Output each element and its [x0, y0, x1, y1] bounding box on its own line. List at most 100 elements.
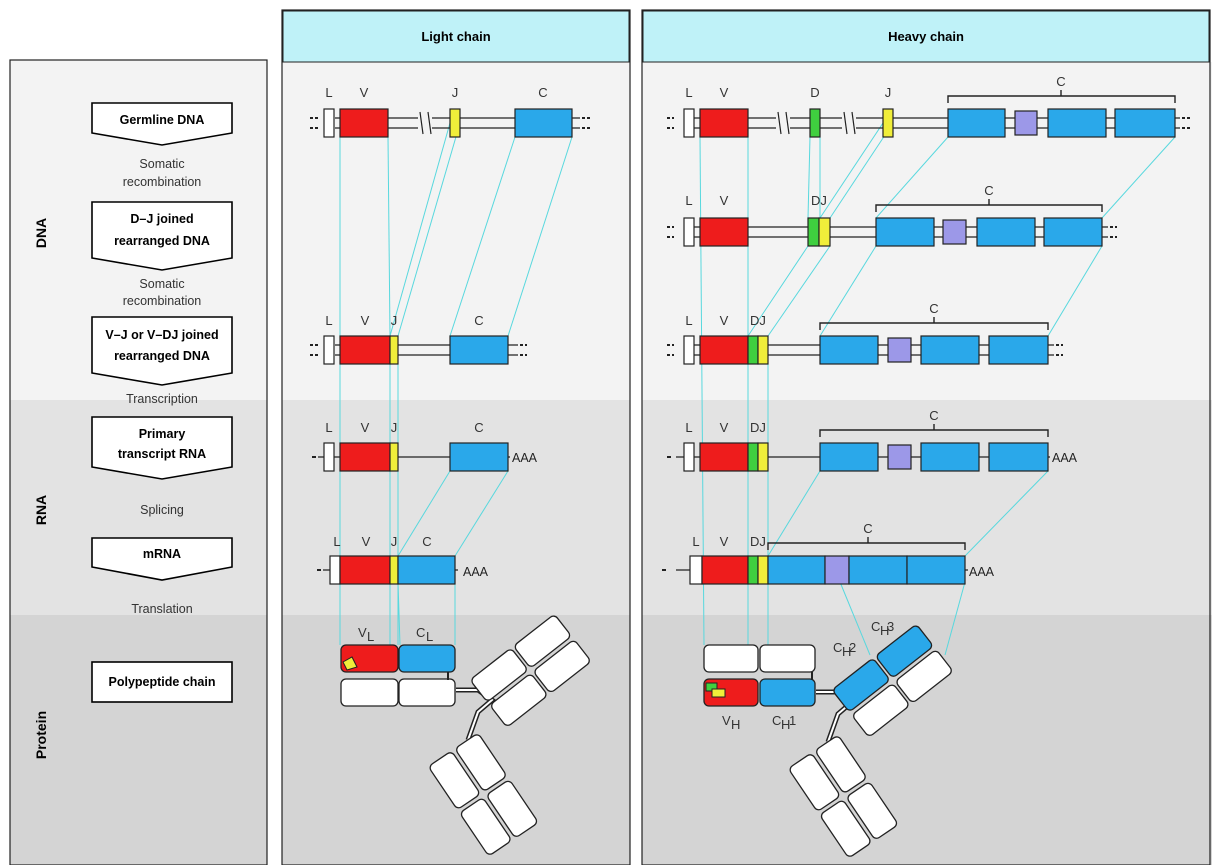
column-headers: Light chain Heavy chain — [282, 10, 1210, 63]
light-J-segment — [449, 108, 461, 138]
svg-text:C: C — [871, 619, 880, 634]
heavy-CH1-domain — [759, 678, 816, 707]
step-germline: Germline DNA — [120, 113, 205, 127]
svg-text:V: V — [361, 313, 370, 328]
light-primary-row: AAA L V J C — [312, 420, 538, 472]
step-mrna-box — [91, 537, 233, 581]
svg-text:L: L — [325, 313, 332, 328]
heavy-J-segment — [882, 108, 894, 138]
svg-text:V: V — [720, 534, 729, 549]
light-connector — [389, 122, 451, 337]
light-connector — [449, 136, 516, 337]
heavy-connector — [819, 122, 884, 219]
svg-text:V: V — [720, 193, 729, 208]
light-C-segment — [514, 108, 573, 138]
heavy-connector — [829, 122, 894, 219]
svg-text:J: J — [452, 85, 459, 100]
section-label-rna: RNA — [33, 495, 49, 525]
process-somatic-1b: recombination — [123, 175, 202, 189]
heavy-antibody-structure: V H C H 1 C H 2 C H 3 — [703, 619, 952, 857]
svg-text:H: H — [731, 717, 740, 732]
step-primary-line2: transcript RNA — [118, 447, 206, 461]
heavy-CH3-domain — [876, 625, 933, 677]
heavy-chain-header: Heavy chain — [888, 29, 964, 44]
svg-text:L: L — [685, 420, 692, 435]
step-mrna: mRNA — [143, 547, 181, 561]
heavy-connector — [1101, 136, 1176, 219]
light-connector — [397, 122, 461, 337]
step-vj-line2: rearranged DNA — [114, 349, 210, 363]
step-primary-line1: Primary — [139, 427, 186, 441]
svg-text:AAA: AAA — [969, 565, 995, 579]
svg-text:L: L — [685, 85, 692, 100]
panel-frames — [9, 9, 1211, 865]
heavy-CH2-domain — [833, 659, 889, 711]
heavy-C-exon — [1047, 108, 1107, 138]
heavy-C-exon — [947, 108, 1006, 138]
heavy-V-segment — [699, 108, 749, 138]
light-rearranged-row: L V J C — [310, 313, 527, 365]
process-somatic-1a: Somatic — [139, 157, 184, 171]
heavy-C-exon — [1114, 108, 1176, 138]
heavy-D-segment — [809, 108, 821, 138]
process-steps: Germline DNA D–J joined rearranged DNA V… — [91, 102, 233, 703]
svg-text:H: H — [842, 644, 851, 659]
svg-text:AAA: AAA — [1052, 451, 1078, 465]
light-connector — [454, 470, 509, 557]
svg-text:J: J — [391, 534, 398, 549]
step-dj-box — [91, 201, 233, 271]
heavy-connector — [944, 581, 966, 656]
svg-text:C: C — [474, 420, 483, 435]
step-vj-box — [91, 316, 233, 386]
process-somatic-2a: Somatic — [139, 277, 184, 291]
light-panel-frame — [281, 9, 631, 865]
svg-text:J: J — [391, 420, 398, 435]
heavy-primary-row: AAA L V DJ C — [667, 408, 1078, 472]
svg-text:L: L — [367, 629, 374, 644]
heavy-hinge-exon — [1014, 110, 1038, 136]
heavy-connector — [767, 470, 821, 557]
svg-text:V: V — [361, 420, 370, 435]
step-primary-box — [91, 416, 233, 480]
svg-text:V: V — [360, 85, 369, 100]
svg-text:DJ: DJ — [811, 193, 827, 208]
light-antibody-structure: V L C L — [340, 615, 590, 855]
svg-text:V: V — [720, 85, 729, 100]
svg-text:C: C — [929, 301, 938, 316]
svg-text:DJ: DJ — [750, 313, 766, 328]
svg-text:L: L — [325, 85, 332, 100]
heavy-connector — [839, 581, 871, 656]
light-connector — [507, 136, 573, 337]
svg-text:3: 3 — [887, 619, 894, 634]
heavy-connector — [1047, 245, 1103, 337]
step-dj-line1: D–J joined — [130, 212, 193, 226]
light-chain-header: Light chain — [421, 29, 490, 44]
svg-text:C: C — [984, 183, 993, 198]
svg-text:C: C — [538, 85, 547, 100]
svg-text:C: C — [833, 640, 842, 655]
section-label-dna: DNA — [33, 218, 49, 248]
light-L-segment — [323, 108, 335, 138]
light-mrna-row: AAA L V J C — [317, 534, 489, 585]
svg-text:DJ: DJ — [750, 534, 766, 549]
svg-text:C: C — [929, 408, 938, 423]
heavy-connector — [747, 245, 809, 337]
heavy-panel-frame — [641, 9, 1211, 865]
svg-text:DJ: DJ — [750, 420, 766, 435]
svg-text:V: V — [362, 534, 371, 549]
left-panel-frame — [9, 59, 268, 865]
heavy-chain-header-bg — [642, 10, 1210, 63]
section-label-protein: Protein — [33, 711, 49, 759]
svg-text:L: L — [426, 629, 433, 644]
svg-text:V: V — [720, 420, 729, 435]
svg-text:D: D — [810, 85, 819, 100]
svg-text:V: V — [722, 713, 731, 728]
svg-text:AAA: AAA — [512, 451, 538, 465]
svg-text:L: L — [325, 420, 332, 435]
heavy-connector — [819, 245, 877, 337]
light-germline-row: L V J C — [310, 85, 590, 138]
svg-text:AAA: AAA — [463, 565, 489, 579]
svg-text:V: V — [358, 625, 367, 640]
step-dj-line2: rearranged DNA — [114, 234, 210, 248]
